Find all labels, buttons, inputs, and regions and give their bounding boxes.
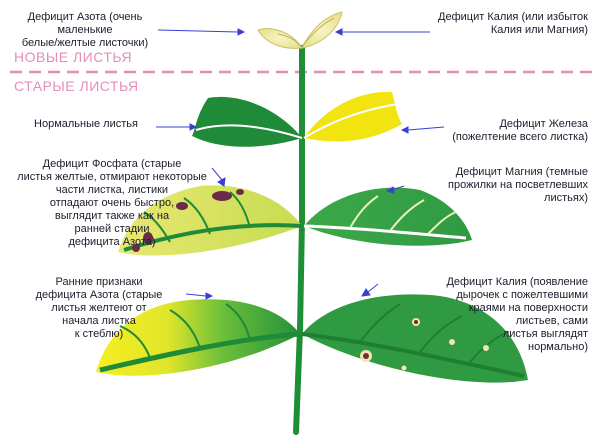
nitrogen-early-leaf <box>96 299 301 376</box>
phosphate-deficiency-leaf <box>118 185 303 256</box>
label-magnesium: Дефицит Магния (темные прожилки на посве… <box>448 166 588 204</box>
magnesium-deficiency-leaf <box>303 187 472 246</box>
label-phosphate: Дефицит Фосфата (старые листья желтые, о… <box>17 158 207 248</box>
label-potassium-bottom: Дефицит Калия (появление дырочек с пожел… <box>446 276 588 353</box>
label-nitrogen-early: Ранние признаки дефицита Азота (старые л… <box>35 276 163 340</box>
new-leaves-heading: НОВЫЕ ЛИСТЬЯ <box>14 49 133 65</box>
plant-stem <box>293 45 305 435</box>
label-potassium-top: Дефицит Калия (или избыток Калия или Маг… <box>438 11 588 36</box>
normal-leaf <box>192 96 303 147</box>
iron-deficiency-leaf <box>303 91 402 142</box>
label-normal: Нормальные листья <box>34 118 138 130</box>
pointer-arrows <box>156 28 445 300</box>
label-nitrogen-top: Дефицит Азота (очень маленькие белые/жел… <box>21 11 149 49</box>
young-leaves <box>257 11 343 49</box>
old-leaves-heading: СТАРЫЕ ЛИСТЬЯ <box>14 78 139 94</box>
potassium-deficiency-leaf <box>301 294 528 383</box>
label-iron: Дефицит Железа (пожелтение всего листка) <box>452 118 588 143</box>
